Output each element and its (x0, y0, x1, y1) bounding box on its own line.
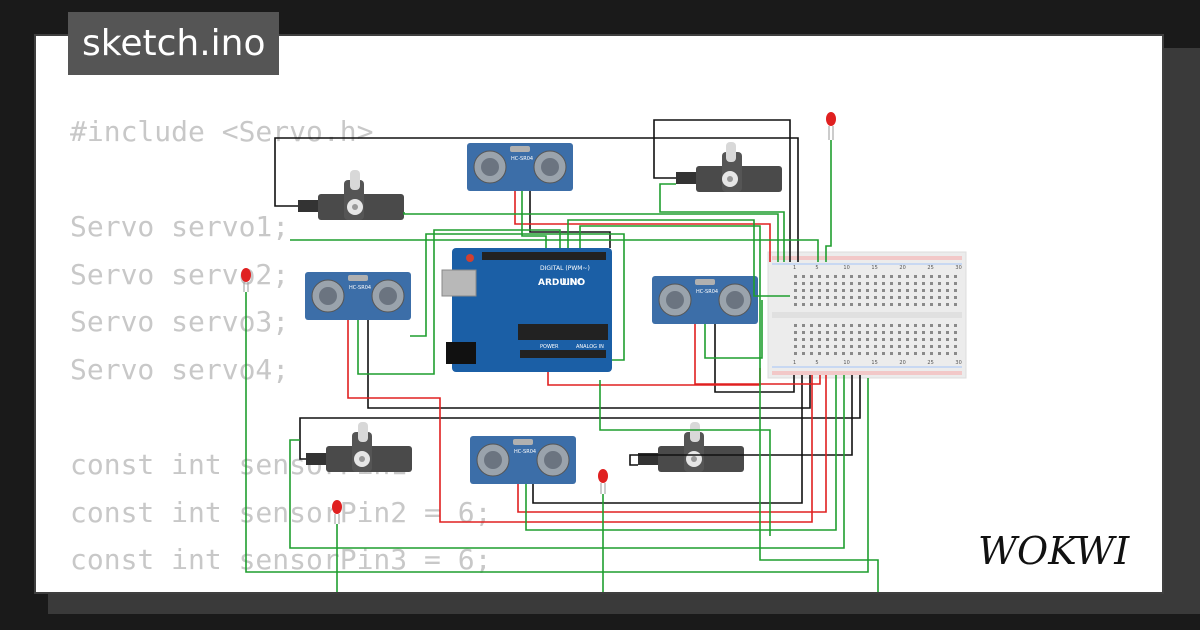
breadboard-column-number: 5 (815, 265, 818, 271)
sketch-filename: sketch.ino (68, 12, 280, 75)
arduino-uno-board: DIGITAL (PWM~) ARDUINO UNO POWER ANALOG … (441, 248, 612, 372)
ultrasonic-sensor-2: HC-SR04 (305, 272, 411, 320)
board-analog-label: ANALOG IN (576, 344, 604, 350)
board-digital-label: DIGITAL (PWM~) (540, 265, 590, 272)
breadboard-column-number: 1 (793, 360, 796, 366)
breadboard-column-number: 10 (843, 265, 849, 271)
breadboard-column-number: 20 (899, 265, 905, 271)
sensor-3-label: HC-SR04 (696, 289, 718, 295)
ultrasonic-sensor-1: HC-SR04 (467, 143, 573, 191)
servo-icon (298, 170, 404, 220)
sensor-4-label: HC-SR04 (514, 449, 536, 455)
sensor-2-label: HC-SR04 (349, 285, 371, 291)
breadboard-column-number: 15 (871, 265, 877, 271)
code-line: #include <Servo.h> (70, 115, 374, 148)
breadboard-column-number: 5 (815, 360, 818, 366)
code-line: Servo servo4; (70, 352, 290, 386)
ultrasonic-sensor-4: HC-SR04 (470, 436, 576, 484)
breadboard-column-number: 30 (955, 265, 961, 271)
breadboard-column-number: 20 (899, 360, 905, 366)
board-model-label: UNO (562, 277, 585, 288)
code-line: Servo servo1; (70, 210, 290, 244)
board-power-label: POWER (540, 344, 559, 350)
code-line: const int sensorPin4 = 3; (70, 591, 491, 592)
led-icon (598, 469, 608, 494)
led-icon (241, 268, 251, 292)
wokwi-logo: WOKWI (978, 529, 1130, 573)
breadboard-column-number: 1 (793, 265, 796, 271)
wires (245, 119, 879, 592)
code-line: const int sensorPin3 = 6; (70, 543, 492, 577)
breadboard-column-number: 25 (927, 360, 933, 366)
breadboard-column-number: 10 (843, 360, 849, 366)
code-line: Servo servo3; (70, 305, 290, 339)
servo-icon (306, 422, 412, 472)
breadboard-column-number: 30 (955, 360, 961, 366)
wokwi-logo-text: WOKWI (978, 529, 1130, 573)
breadboard-column-number: 15 (871, 360, 877, 366)
servo-icon (638, 422, 744, 472)
breadboard-column-number: 25 (927, 265, 933, 271)
led-icon (332, 500, 342, 524)
led-icon (826, 112, 836, 140)
board-brand-label: ARDUINO (538, 278, 586, 288)
sensor-1-label: HC-SR04 (511, 156, 533, 162)
code-line: const int sensorPin2 = 6; (70, 495, 492, 529)
ultrasonic-sensor-3: HC-SR04 (652, 276, 758, 324)
servo-icon (676, 142, 782, 192)
code-line: Servo servo2; (70, 257, 290, 291)
